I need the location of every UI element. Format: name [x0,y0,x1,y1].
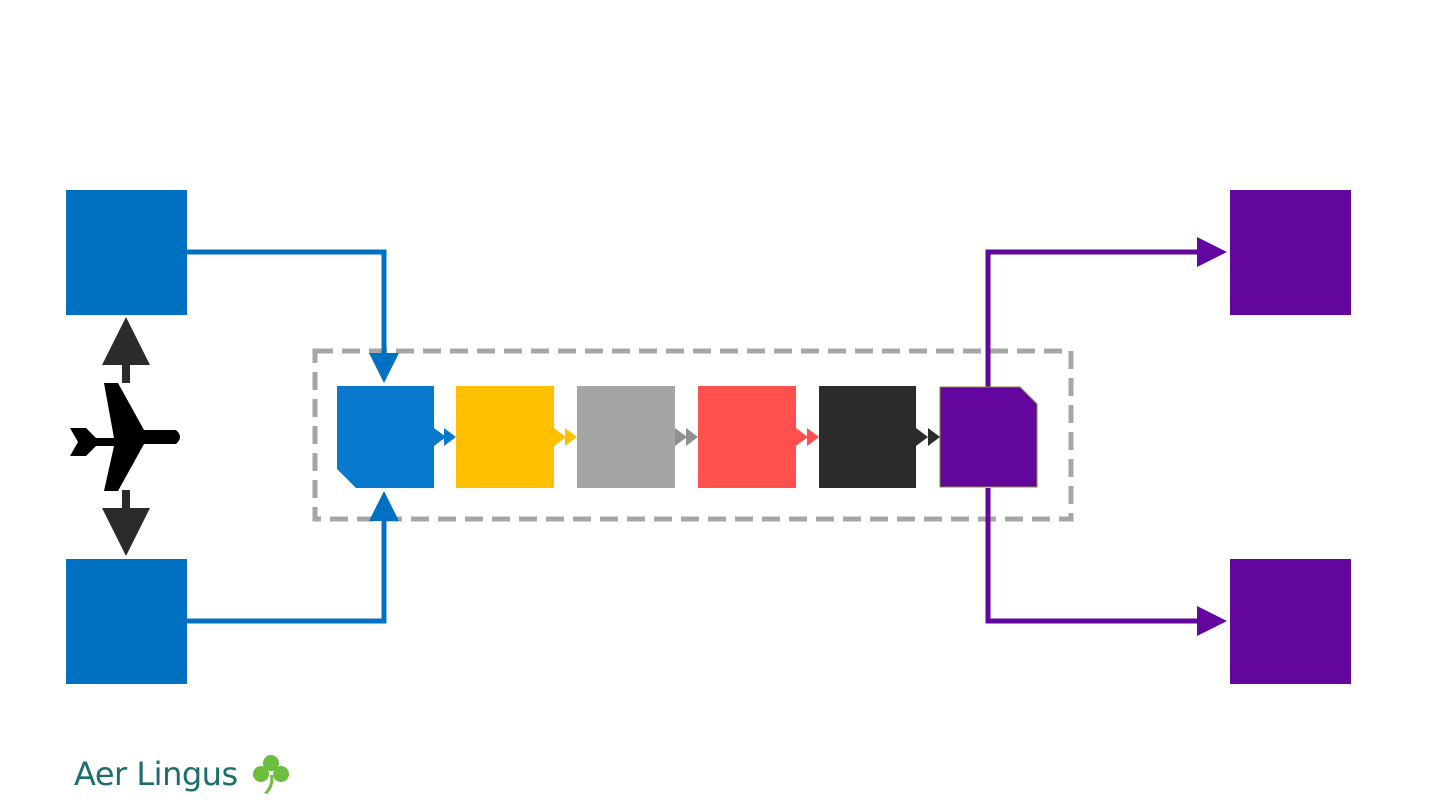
stage-arrow-1-head [444,428,456,446]
stage-arrow-4 [796,428,808,446]
stage-arrow-1 [434,428,446,446]
logo-text: Aer Lingus [74,755,238,793]
connector-source-bottom [187,491,399,624]
connector-source-top [187,249,399,383]
stage-arrow-2 [554,428,566,446]
stage-4-box [698,386,796,488]
stage-2-box [456,386,554,488]
stage-1-box [337,386,434,488]
airplane-icon [70,383,180,491]
stage-arrow-4-head [807,428,819,446]
source-box-top [66,190,187,315]
stage-arrow-3-head [686,428,698,446]
stage-6-box [939,386,1038,488]
destination-box-bottom [1230,559,1351,684]
connector-destination-bottom [985,488,1227,636]
brand-logo: Aer Lingus [74,752,292,796]
shamrock-icon [252,755,289,794]
stage-arrow-5-head [928,428,940,446]
pipeline-container [312,348,1074,522]
source-box-bottom [66,559,187,684]
stage-3-box [577,386,675,488]
stage-arrow-2-head [565,428,577,446]
destination-box-top [1230,190,1351,315]
stage-arrow-3 [675,428,687,446]
connector-destination-top [985,237,1227,388]
stage-5-box [819,386,916,488]
stage-arrow-5 [916,428,928,446]
